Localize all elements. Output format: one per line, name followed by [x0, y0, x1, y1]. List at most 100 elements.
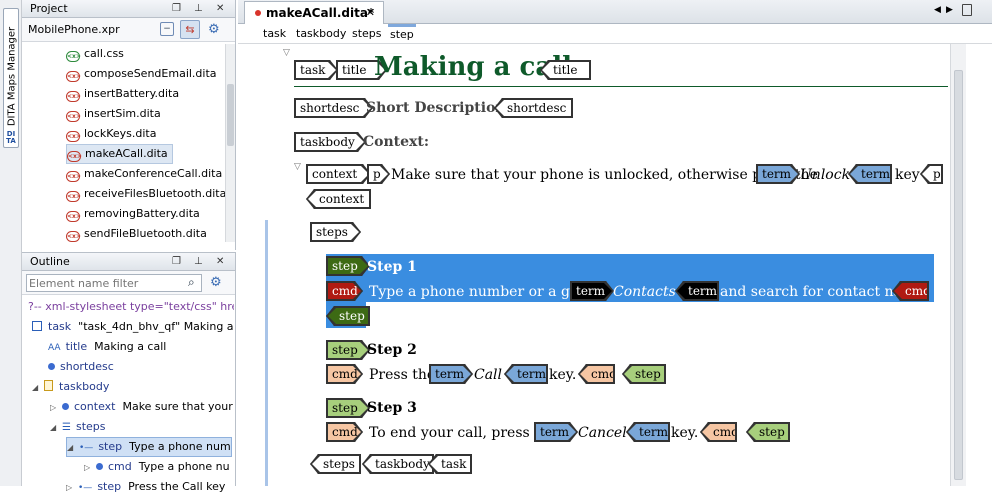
- step-3-cmd-close-tag[interactable]: cmd: [700, 422, 737, 442]
- breadcrumb-task[interactable]: task: [263, 27, 287, 40]
- tab-close-icon[interactable]: ✕: [365, 6, 375, 19]
- expand-toggle-icon[interactable]: ◢: [67, 443, 74, 452]
- title-close-tag[interactable]: title: [540, 60, 591, 80]
- collapse-all-icon[interactable]: −: [160, 22, 174, 36]
- outline-restore-icon[interactable]: ❐: [172, 256, 181, 267]
- expand-toggle-icon[interactable]: ▷: [66, 483, 73, 492]
- breadcrumb-taskbody[interactable]: taskbody: [296, 27, 347, 40]
- taskbody-open-tag[interactable]: taskbody: [294, 132, 366, 152]
- file-item[interactable]: <x>removingBattery.dita: [66, 204, 200, 224]
- step-1-cmd-close-tag[interactable]: cmd: [892, 281, 929, 301]
- close-panel-icon[interactable]: ✕: [216, 3, 225, 14]
- tab-scroll-right-icon[interactable]: ▶: [946, 5, 953, 15]
- expand-toggle-icon[interactable]: ◢: [32, 383, 39, 392]
- taskbody-close-tag-label: taskbody: [364, 456, 432, 472]
- fold-toggle-icon[interactable]: ▽: [294, 162, 301, 172]
- settings-gear-icon[interactable]: ⚙: [208, 22, 220, 37]
- project-scroll-thumb[interactable]: [227, 84, 234, 146]
- outline-node-cmd[interactable]: ▷cmd Type a phone nu: [84, 457, 230, 477]
- restore-icon[interactable]: ❐: [172, 3, 181, 14]
- term-close-tag[interactable]: term: [848, 164, 892, 184]
- steps-open-tag[interactable]: steps: [310, 222, 361, 242]
- outline-node-task[interactable]: task "task_4dn_bhv_qf" Making a call: [32, 317, 234, 337]
- tab-scroll-left-icon[interactable]: ◀: [934, 5, 941, 15]
- file-name: call.css: [84, 47, 124, 60]
- outline-node-step[interactable]: ◢•—step Type a phone numb: [66, 437, 232, 457]
- expand-toggle-icon[interactable]: ◢: [50, 423, 57, 432]
- file-item[interactable]: <x>makeConferenceCall.dita: [66, 164, 222, 184]
- fold-toggle-icon[interactable]: ▽: [283, 48, 290, 58]
- breadcrumb-step[interactable]: step: [388, 24, 416, 42]
- editor-scroll-thumb[interactable]: [954, 70, 963, 480]
- css-file-icon: <x>: [66, 51, 81, 62]
- tab-list-icon[interactable]: [962, 4, 972, 16]
- outline-node-name: title: [65, 340, 88, 353]
- shortdesc-close-tag[interactable]: shortdesc: [494, 98, 573, 118]
- step-2-term-open-tag[interactable]: term: [429, 364, 473, 384]
- file-item[interactable]: <x>makeACall.dita: [66, 144, 173, 164]
- step-2-cmd-open-tag[interactable]: cmd: [326, 364, 363, 384]
- project-scrollbar[interactable]: [225, 44, 235, 242]
- outline-node-text: Type a phone numb: [122, 440, 232, 453]
- editor-scrollbar[interactable]: [950, 44, 966, 486]
- step-1-open-tag[interactable]: step: [326, 256, 370, 276]
- outline-node-taskbody[interactable]: ◢taskbody: [32, 377, 109, 397]
- p-close-tag[interactable]: p: [920, 164, 943, 184]
- outline-settings-gear-icon[interactable]: ⚙: [210, 275, 222, 290]
- file-item[interactable]: <x>receiveFilesBluetooth.dita: [66, 184, 226, 204]
- outline-node-xml-stylesheet type="text/css" href=[interactable]: ?-- xml-stylesheet type="text/css" href=: [28, 297, 234, 317]
- step-2-close-tag[interactable]: step: [622, 364, 666, 384]
- step-2-open-tag[interactable]: step: [326, 340, 370, 360]
- context-close-tag[interactable]: context: [306, 189, 371, 209]
- step-2-cmd-close-tag[interactable]: cmd: [578, 364, 615, 384]
- file-item[interactable]: <x>insertSim.dita: [66, 104, 161, 124]
- task-open-tag[interactable]: task: [294, 60, 338, 80]
- outline-node-context[interactable]: ▷context Make sure that your: [50, 397, 233, 417]
- title-open-tag[interactable]: title: [336, 60, 387, 80]
- steps-close-tag[interactable]: steps: [310, 454, 361, 474]
- file-item[interactable]: <x>insertBattery.dita: [66, 84, 179, 104]
- dita-maps-manager-side-tab[interactable]: DITA Maps Manager DI TA: [0, 0, 22, 486]
- p-open-tag[interactable]: p: [367, 164, 390, 184]
- outline-node-steps[interactable]: ◢☰steps: [50, 417, 106, 437]
- context-label: Context:: [363, 134, 430, 150]
- outline-pin-icon[interactable]: ⊥: [194, 256, 203, 267]
- step-1-term-close-tag[interactable]: term: [675, 281, 719, 301]
- file-item[interactable]: <x>composeSendEmail.dita: [66, 64, 217, 84]
- step-1-cmd-text-end: and search for contact name: [720, 284, 924, 300]
- file-item[interactable]: <x>call.css: [66, 44, 124, 64]
- outline-node-shortdesc[interactable]: shortdesc: [48, 357, 114, 377]
- pin-icon[interactable]: ⊥: [194, 3, 203, 14]
- element-name-filter-input[interactable]: [26, 274, 202, 292]
- term-open-tag[interactable]: term: [756, 164, 800, 184]
- step-1-cmd-open-tag[interactable]: cmd: [326, 281, 363, 301]
- shortdesc-open-tag[interactable]: shortdesc: [294, 98, 373, 118]
- step-2-term-close-tag[interactable]: term: [504, 364, 548, 384]
- tab-makeacall[interactable]: makeACall.dita* ✕: [244, 1, 384, 24]
- outline-panel-header: Outline ❐ ⊥ ✕: [22, 253, 235, 271]
- p-open-tag-label: p: [369, 166, 388, 182]
- task-close-tag[interactable]: task: [428, 454, 472, 474]
- breadcrumb-steps[interactable]: steps: [352, 27, 382, 40]
- step-1-term-open-tag[interactable]: term: [570, 281, 614, 301]
- task-element-icon: [32, 321, 42, 331]
- file-item[interactable]: <x>lockKeys.dita: [66, 124, 156, 144]
- step-3-term-open-tag[interactable]: term: [534, 422, 578, 442]
- link-with-editor-icon[interactable]: ⇆: [180, 20, 200, 39]
- expand-toggle-icon[interactable]: ▷: [50, 403, 57, 412]
- step-3-open-tag[interactable]: step: [326, 398, 370, 418]
- context-open-tag[interactable]: context: [306, 164, 371, 184]
- taskbody-close-tag[interactable]: taskbody: [362, 454, 434, 474]
- search-icon[interactable]: ⌕: [188, 275, 195, 289]
- step-3-cmd-open-tag[interactable]: cmd: [326, 422, 363, 442]
- step-3-close-tag[interactable]: step: [746, 422, 790, 442]
- step-3-term-close-tag[interactable]: term: [626, 422, 670, 442]
- dita-maps-manager-tab[interactable]: DITA Maps Manager DI TA: [3, 8, 19, 148]
- outline-close-icon[interactable]: ✕: [216, 256, 225, 267]
- file-item[interactable]: <x>sendFileBluetooth.dita: [66, 224, 207, 244]
- expand-toggle-icon[interactable]: ▷: [84, 463, 91, 472]
- outline-node-step[interactable]: ▷•—step Press the Call key: [66, 477, 225, 497]
- step-1-close-tag[interactable]: step: [326, 306, 370, 326]
